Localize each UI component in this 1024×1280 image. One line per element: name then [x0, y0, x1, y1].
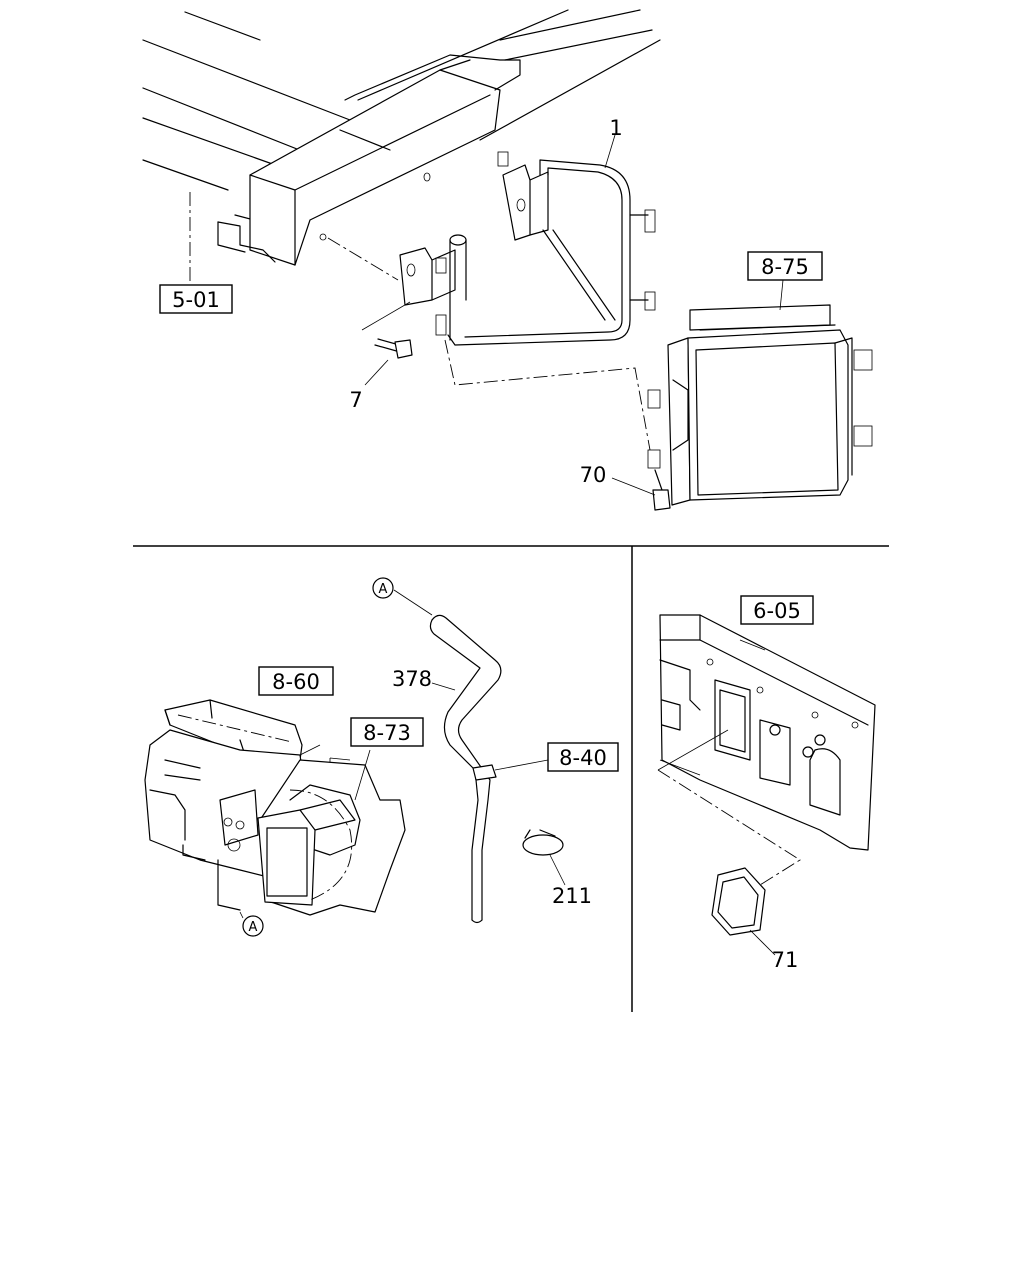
label-5-01: 5-01 — [159, 284, 233, 314]
label-8-40: 8-40 — [547, 742, 619, 772]
svg-text:A: A — [249, 920, 258, 935]
svg-text:8-60: 8-60 — [272, 670, 320, 694]
label-8-75: 8-75 — [747, 251, 823, 281]
blower-drawing — [257, 749, 406, 916]
svg-text:8-73: 8-73 — [363, 721, 411, 745]
callout-378: 378 — [392, 667, 432, 691]
frame-rail-drawing — [142, 9, 661, 285]
connector-a-bottom: A — [242, 915, 264, 937]
svg-text:8-40: 8-40 — [559, 746, 607, 770]
svg-text:A: A — [379, 582, 388, 597]
label-8-73: 8-73 — [350, 717, 424, 747]
grommet-71-drawing — [711, 867, 776, 956]
label-6-05: 6-05 — [740, 595, 814, 625]
body-panel-drawing — [657, 614, 876, 886]
callout-70: 70 — [580, 463, 607, 487]
callout-71: 71 — [772, 948, 799, 972]
svg-text:5-01: 5-01 — [172, 288, 220, 312]
hose-378-drawing — [393, 589, 549, 924]
svg-text:8-75: 8-75 — [761, 255, 809, 279]
connector-a-leader — [239, 911, 244, 919]
mounting-bracket-drawing — [399, 134, 656, 346]
callout-7: 7 — [349, 388, 362, 412]
connector-a-top: A — [372, 577, 394, 599]
label-8-60: 8-60 — [258, 666, 334, 696]
bolt-7-drawing — [361, 301, 413, 386]
callout-1: 1 — [609, 116, 622, 140]
svg-text:6-05: 6-05 — [753, 599, 801, 623]
callout-211: 211 — [552, 884, 592, 908]
radiator-drawing — [444, 279, 873, 511]
clip-211-drawing — [522, 829, 566, 886]
